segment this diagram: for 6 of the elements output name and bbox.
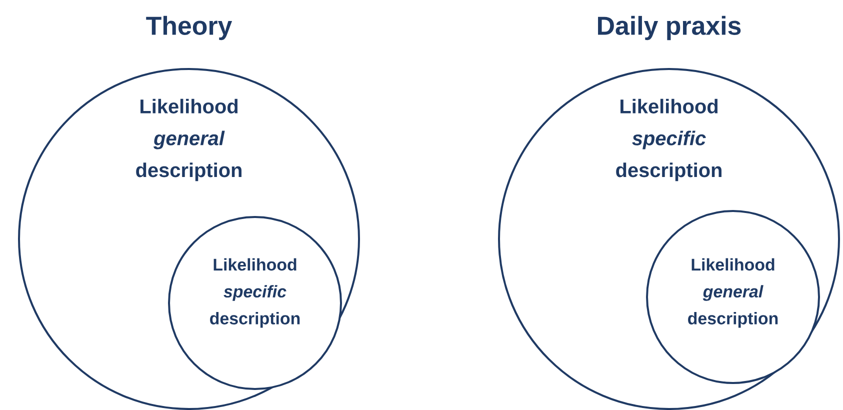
- heading: Theory: [146, 16, 232, 40]
- circle-label: Likelihood specific description: [210, 258, 300, 328]
- circle-label: Likelihood general description: [136, 98, 242, 182]
- circle-label: Likelihood general description: [688, 258, 778, 328]
- heading: Daily praxis: [598, 16, 741, 40]
- circle-label: Likelihood specific description: [616, 98, 722, 182]
